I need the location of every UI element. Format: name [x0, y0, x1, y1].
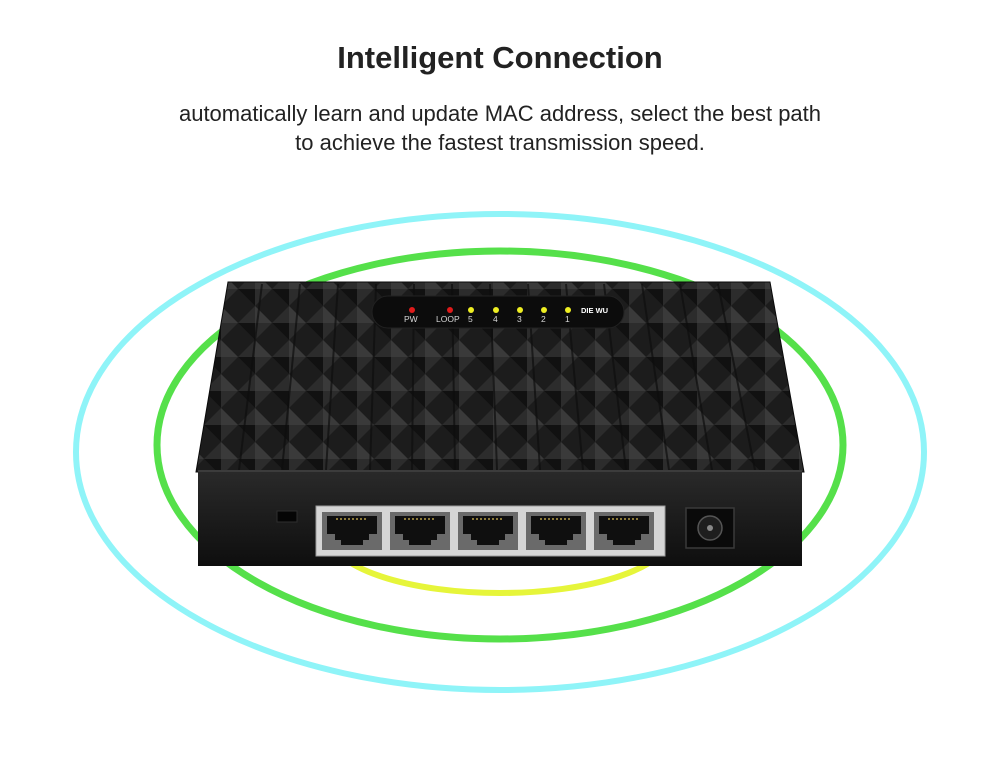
- led-1: [565, 307, 571, 313]
- indicator-leds: [409, 307, 571, 313]
- led-label-5: 5: [468, 314, 473, 324]
- indicator-labels: PW LOOP 5 4 3 2 1: [404, 314, 570, 324]
- ethernet-port-3: [458, 512, 518, 550]
- led-label-loop: LOOP: [436, 314, 460, 324]
- ethernet-port-2: [390, 512, 450, 550]
- power-jack: [685, 507, 735, 549]
- led-5: [468, 307, 474, 313]
- led-label-4: 4: [493, 314, 498, 324]
- ethernet-port-1: [322, 512, 382, 550]
- led-label-3: 3: [517, 314, 522, 324]
- led-4: [493, 307, 499, 313]
- mode-switch: [276, 510, 298, 523]
- subtitle-line-1: automatically learn and update MAC addre…: [178, 101, 822, 126]
- middle-signal-ring: [153, 247, 847, 643]
- led-2: [541, 307, 547, 313]
- led-3: [517, 307, 523, 313]
- led-label-pw: PW: [404, 314, 418, 324]
- brand-logo: DIE WU: [581, 306, 608, 315]
- subtitle-line-2: to achieve the fastest transmission spee…: [295, 130, 705, 155]
- headline: Intelligent Connection: [337, 40, 663, 75]
- ethernet-port-5: [594, 512, 654, 550]
- ethernet-port-4: [526, 512, 586, 550]
- led-label-1: 1: [565, 314, 570, 324]
- led-pw: [409, 307, 415, 313]
- led-label-2: 2: [541, 314, 546, 324]
- outer-signal-ring: [73, 211, 927, 693]
- switch-top-face: [195, 281, 805, 473]
- led-loop: [447, 307, 453, 313]
- ethernet-ports: [322, 512, 654, 550]
